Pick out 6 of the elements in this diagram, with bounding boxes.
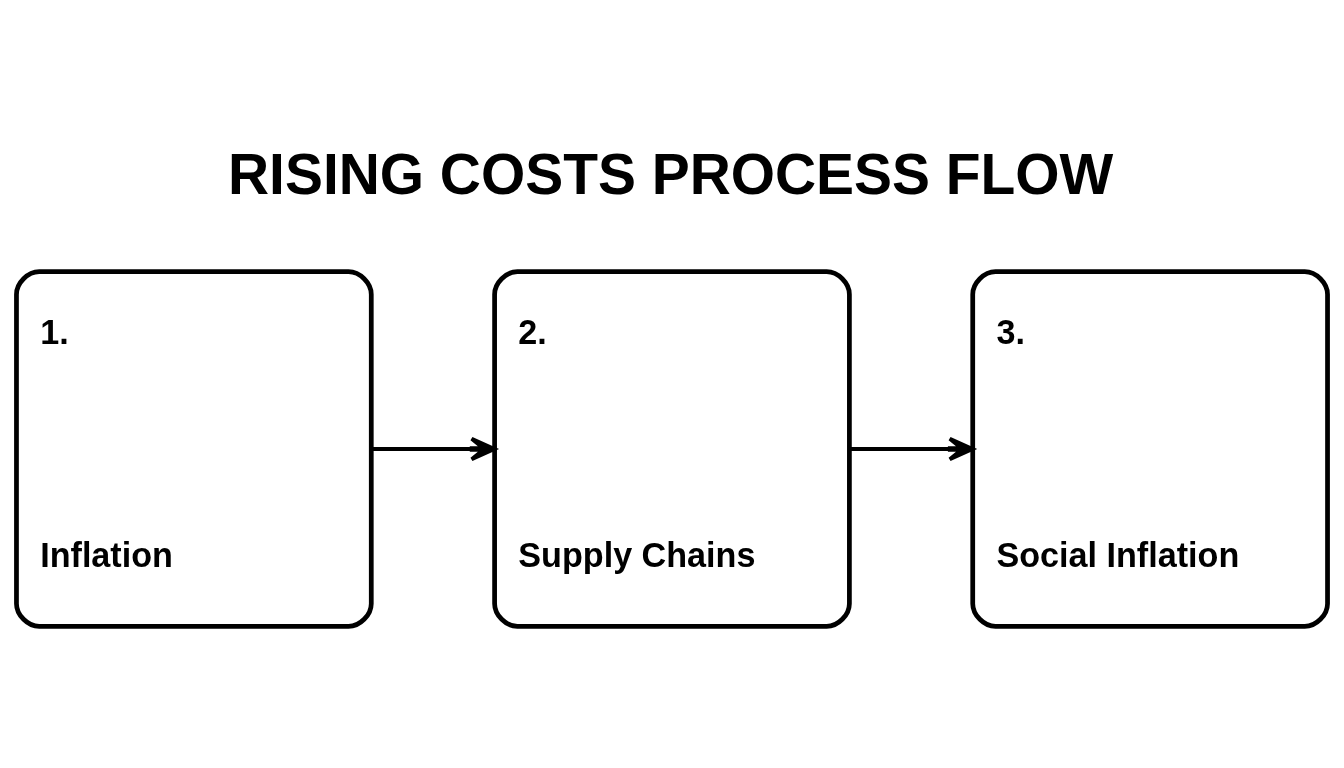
arrow [849, 436, 975, 461]
arrow [371, 436, 497, 461]
node-box: 1. Inflation [14, 268, 374, 629]
node-box: 2. Supply Chains [492, 268, 852, 629]
diagram-title: RISING COSTS PROCESS FLOW [228, 141, 1114, 206]
node-box: 3. Social Inflation [970, 268, 1330, 629]
